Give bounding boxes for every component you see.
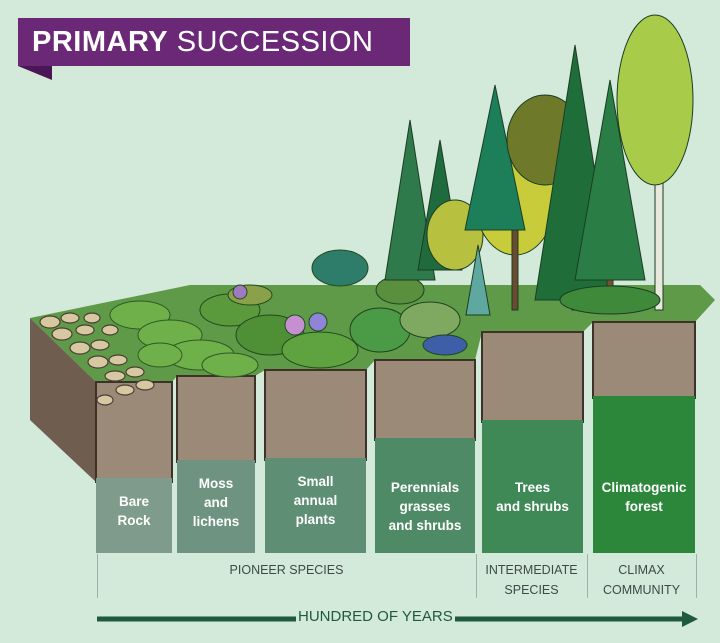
stage-small-annual-plants: Small annual plants	[265, 458, 366, 553]
banner-fold	[18, 66, 52, 80]
stage-climatogenic-forest: Climatogenic forest	[593, 396, 695, 553]
soil-blocks	[95, 321, 696, 483]
stage-perennials: Perennials grasses and shrubs	[375, 438, 475, 553]
group-pioneer-species: PIONEER SPECIES	[229, 563, 344, 577]
group-intermediate-species: INTERMEDIATE SPECIES	[485, 563, 578, 597]
divider	[476, 554, 477, 598]
divider	[696, 554, 697, 598]
divider	[97, 554, 98, 598]
title-rest: SUCCESSION	[176, 26, 374, 58]
soil-side-face	[30, 318, 96, 482]
soil-block-moss	[176, 375, 256, 463]
stage-moss-lichens: Moss and lichens	[177, 460, 255, 553]
trees	[384, 14, 694, 316]
timeline-label: HUNDRED OF YEARS	[296, 608, 455, 625]
small-plants	[199, 249, 369, 369]
perennials	[349, 275, 468, 356]
rocks	[39, 312, 155, 406]
moss	[109, 300, 259, 378]
soil-block-perennials	[374, 359, 476, 441]
divider	[587, 554, 588, 598]
title-banner: PRIMARY SUCCESSION	[18, 18, 410, 66]
stage-bare-rock: Bare Rock	[96, 478, 172, 553]
stage-trees-shrubs: Trees and shrubs	[482, 420, 583, 553]
title-bold: PRIMARY	[32, 26, 169, 58]
soil-block-climax	[592, 321, 696, 399]
soil-block-trees	[481, 331, 584, 423]
group-climax-community: CLIMAX COMMUNITY	[602, 563, 681, 597]
soil-block-small-plants	[264, 369, 367, 461]
